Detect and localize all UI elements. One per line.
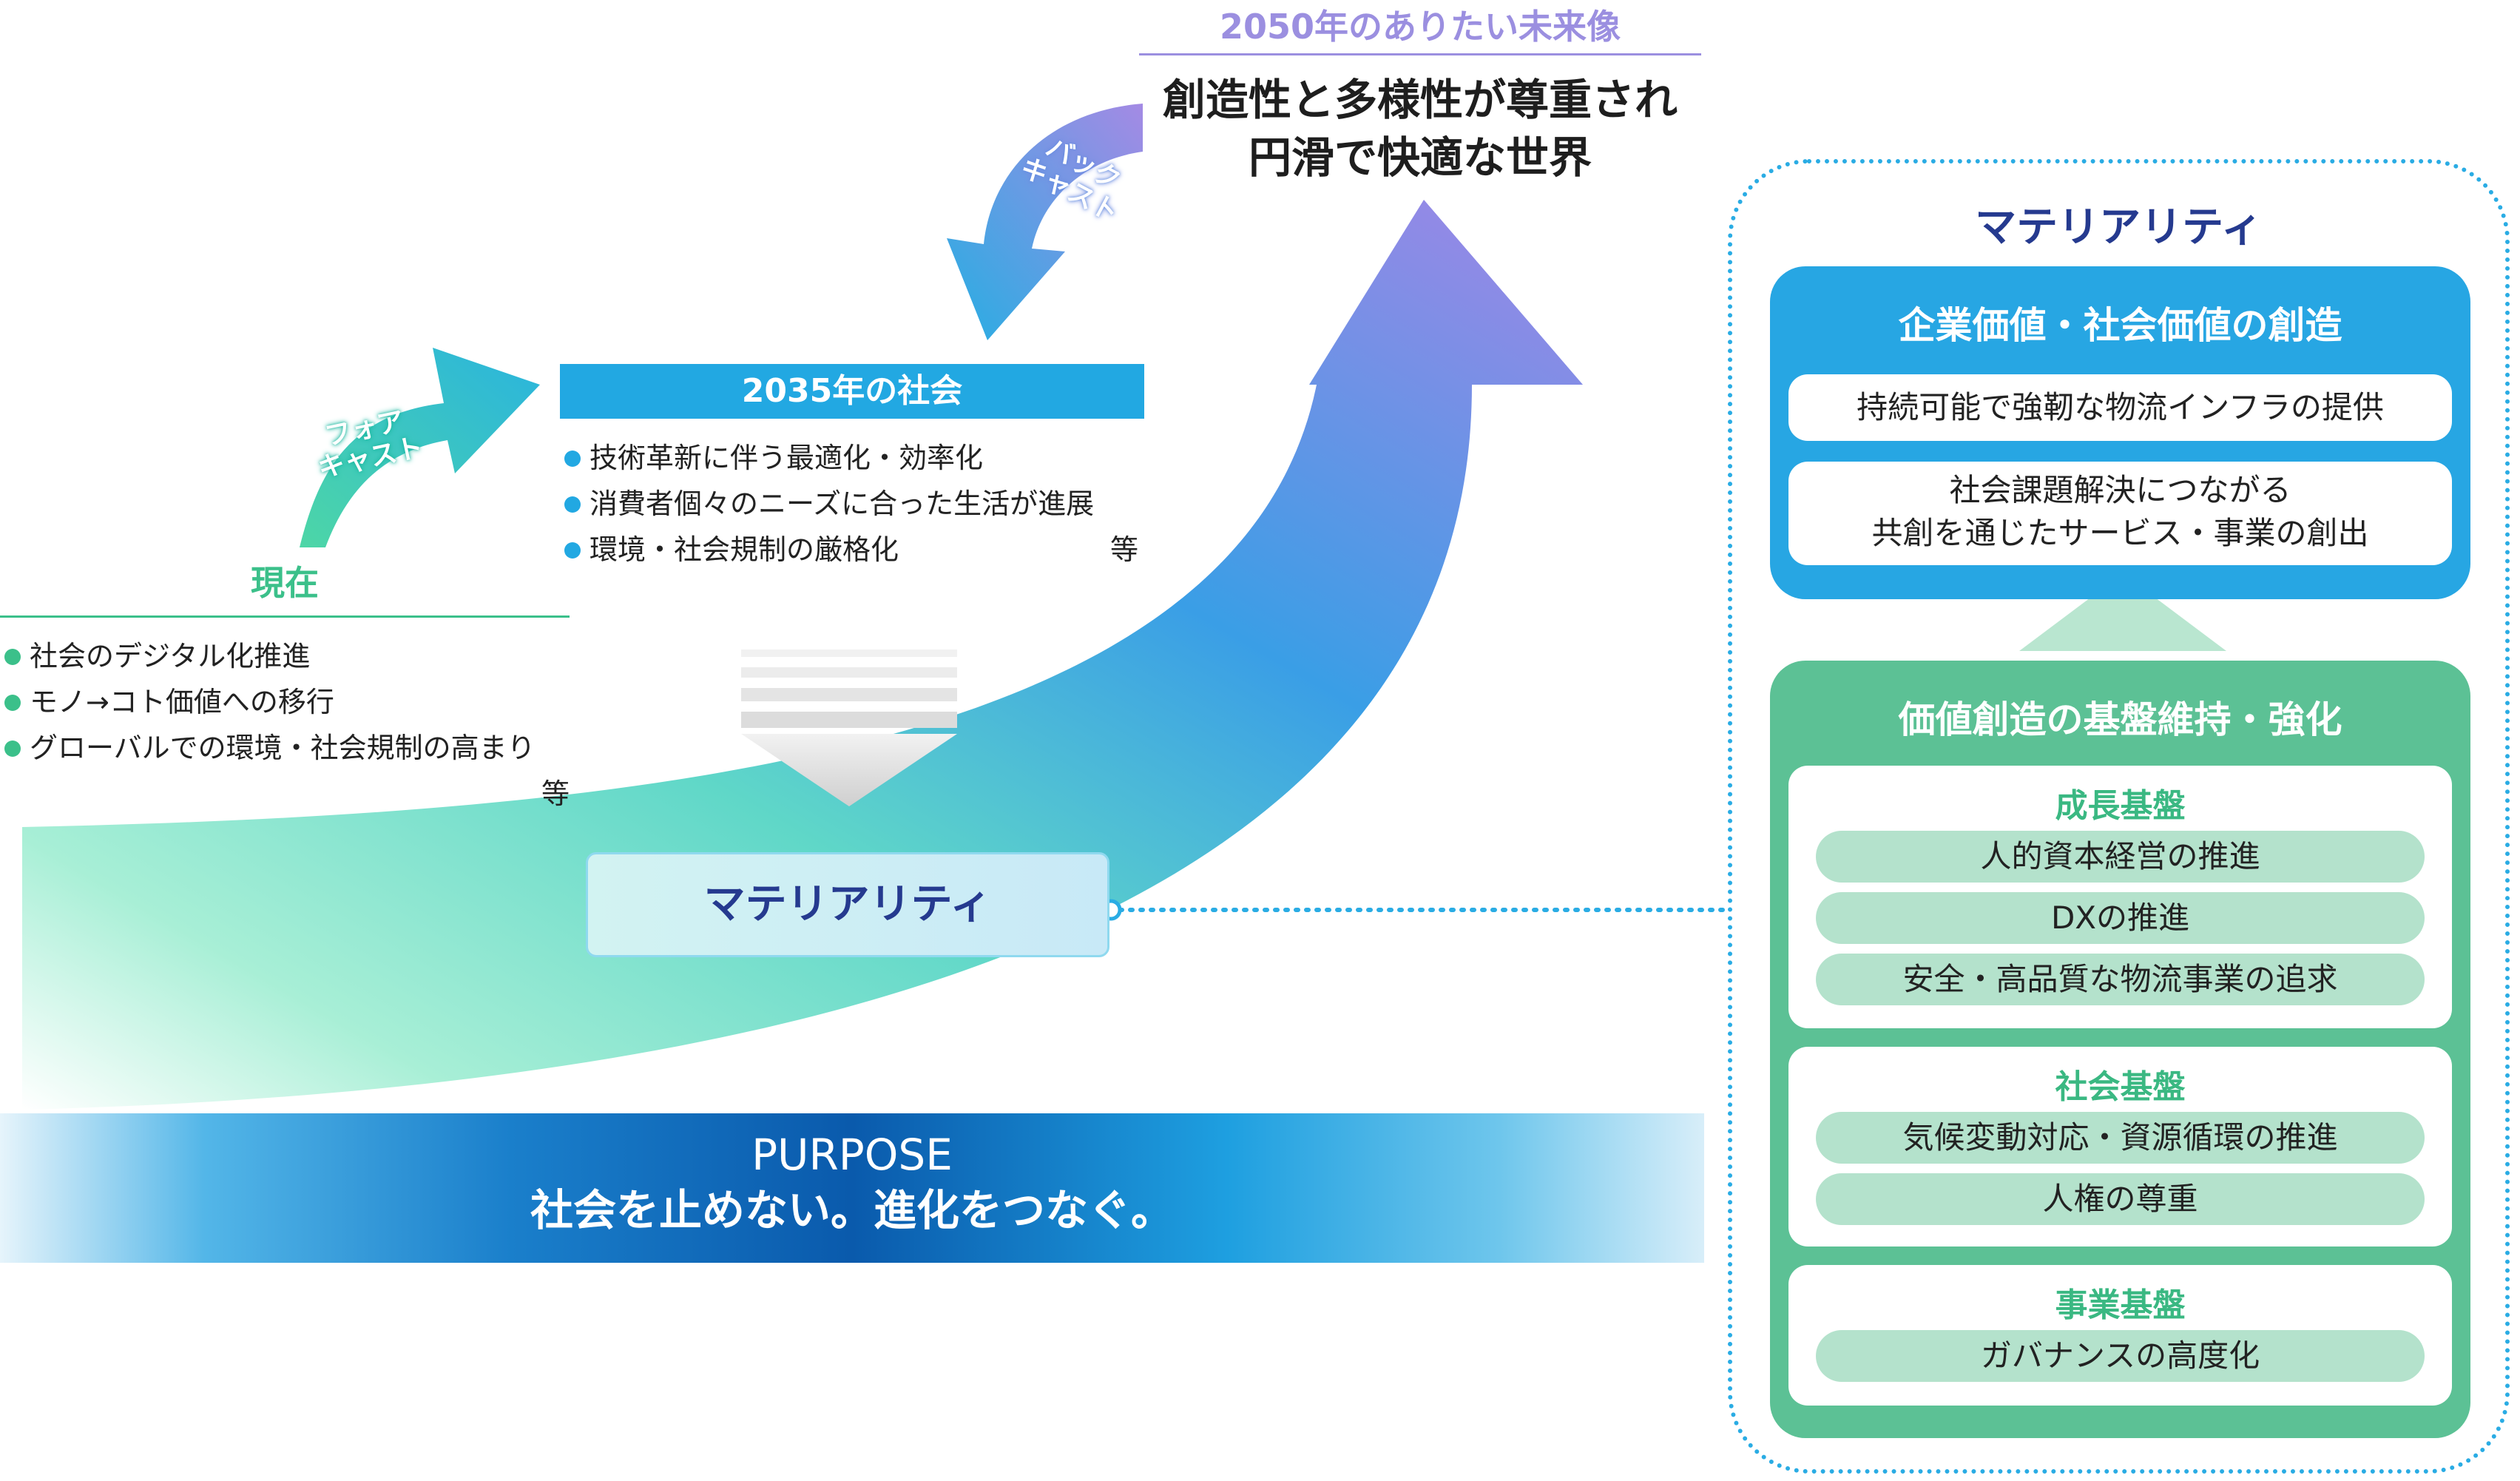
list-item: モノ→コト価値への移行 [0,679,570,725]
present-list: 社会のデジタル化推進 モノ→コト価値への移行 グローバルでの環境・社会規制の高ま… [0,633,570,817]
bullet-icon [564,542,581,559]
purpose-message: 社会を止めない。進化をつなぐ。 [530,1185,1174,1235]
society-2035-title: 2035年の社会 [560,364,1144,419]
materiality-connector [1100,899,1730,921]
foundation-title: 価値創造の基盤維持・強化 [1898,698,2342,741]
list-item: 技術革新に伴う最適化・効率化 [560,435,1144,481]
list-item-etc: 等 [0,771,570,817]
vision-line-1: 創造性と多様性が尊重され [1162,75,1678,125]
foundation-item: DXの推進 [1816,892,2425,944]
down-chevron [741,650,957,806]
bullet-icon [564,451,581,467]
growth-foundation-title: 成長基盤 [2055,787,2186,825]
foundation-item: 気候変動対応・資源循環の推進 [1816,1112,2425,1164]
etc-label: 等 [541,777,570,810]
materiality-panel-title: マテリアリティ [1975,203,2263,252]
list-item-text: 技術革新に伴う最適化・効率化 [590,442,984,474]
bullet-icon [4,649,21,665]
foundation-item: 安全・高品質な物流事業の追求 [1816,954,2425,1005]
forecast-arrow [300,348,540,547]
society-2035-list: 技術革新に伴う最適化・効率化 消費者個々のニーズに合った生活が進展 環境・社会規… [560,435,1144,573]
bullet-icon [4,740,21,757]
list-item-text: 社会のデジタル化推進 [30,640,311,672]
growth-arrow [22,200,1583,1110]
future-vision: 創造性と多様性が尊重され 円滑で快適な世界 [1109,71,1731,186]
social-foundation-card: 社会基盤 気候変動対応・資源循環の推進 人権の尊重 [1788,1047,2452,1246]
materiality-panel [1728,159,2510,1474]
business-foundation-title: 事業基盤 [2055,1286,2186,1324]
business-foundation-card: 事業基盤 ガバナンスの高度化 [1788,1265,2452,1406]
list-item-text: グローバルでの環境・社会規制の高まり [30,732,536,764]
value-creation-title: 企業価値・社会価値の創造 [1898,304,2342,347]
value-creation-item-line-2: 共創を通じたサービス・事業の創出 [1871,515,2369,551]
value-creation-item: 社会課題解決につながる 共創を通じたサービス・事業の創出 [1788,462,2452,565]
present-title-rule [0,615,570,618]
value-creation-item: 持続可能で強靭な物流インフラの提供 [1788,374,2452,441]
list-item-text: モノ→コト価値への移行 [30,686,334,718]
social-foundation-title: 社会基盤 [2055,1068,2186,1106]
value-creation-item-line-1: 社会課題解決につながる [1949,472,2291,508]
foundation-item: ガバナンスの高度化 [1816,1330,2425,1382]
panel-up-arrow [2019,573,2226,651]
list-item: 環境・社会規制の厳格化 等 [560,527,1144,573]
bullet-icon [564,496,581,513]
present-title: 現在 [251,563,319,603]
materiality-center-box: マテリアリティ [586,852,1109,957]
foundation-item: 人的資本経営の推進 [1816,831,2425,883]
vision-line-2: 円滑で快適な世界 [1248,132,1592,183]
list-item-text: 環境・社会規制の厳格化 [590,533,899,566]
purpose-band [0,1113,1704,1263]
growth-foundation-card: 成長基盤 人的資本経営の推進 DXの推進 安全・高品質な物流事業の追求 [1788,766,2452,1028]
list-item-text: 消費者個々のニーズに合った生活が進展 [590,488,1095,520]
list-item: 消費者個々のニーズに合った生活が進展 [560,481,1144,527]
future-title-rule [1139,53,1701,55]
future-title: 2050年のありたい未来像 [1219,7,1621,47]
etc-label: 等 [1109,533,1138,566]
bullet-icon [4,695,21,711]
list-item: 社会のデジタル化推進 [0,633,570,679]
backcast-arrow [947,104,1143,340]
purpose-title: PURPOSE [751,1130,953,1180]
list-item: グローバルでの環境・社会規制の高まり [0,725,570,771]
foundation-item: 人権の尊重 [1816,1173,2425,1225]
